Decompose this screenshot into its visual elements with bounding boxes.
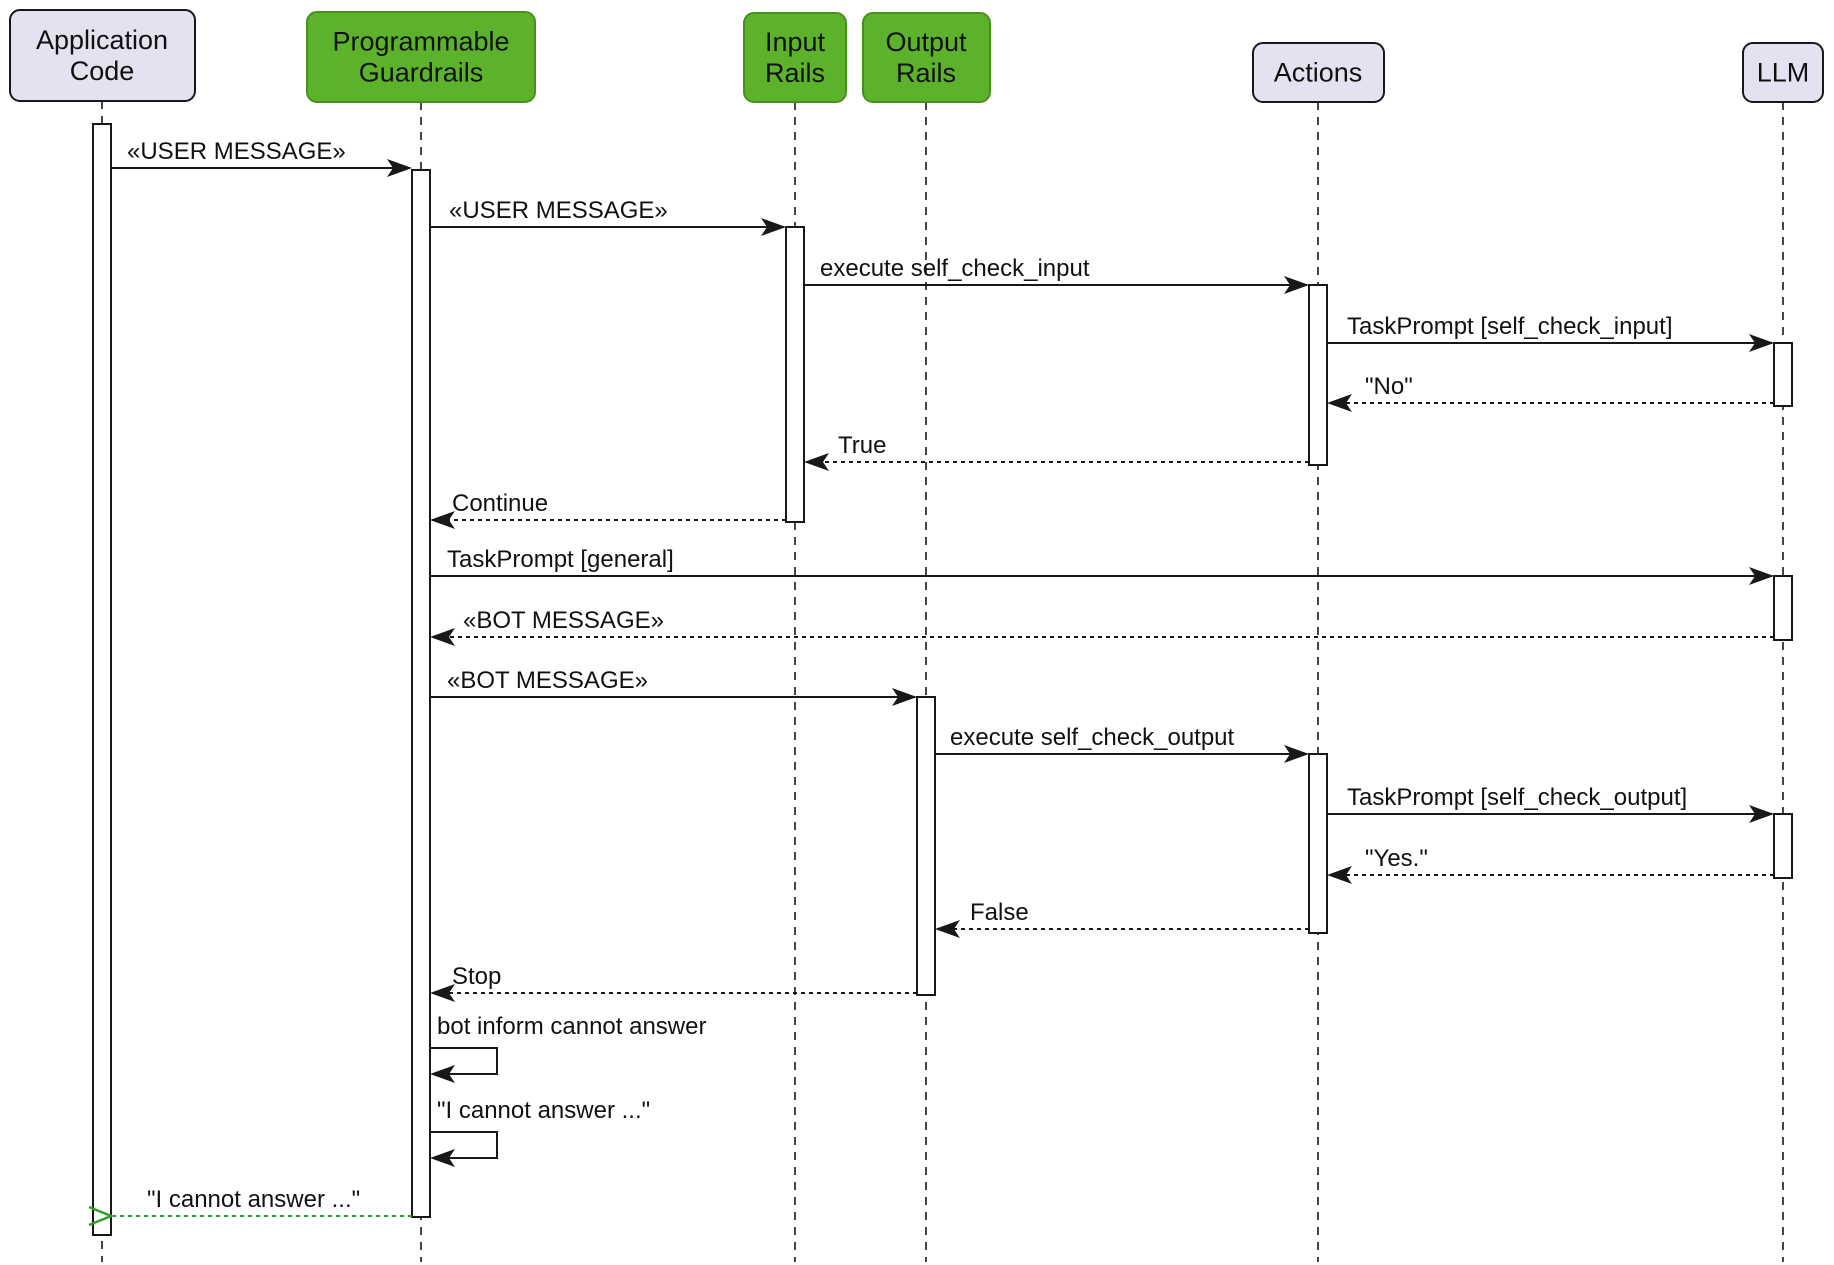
participant-box (306, 11, 536, 103)
message-label: execute self_check_output (950, 724, 1235, 751)
message-11: TaskPrompt [self_check_output] (1327, 784, 1774, 823)
message-arrowhead (88, 1205, 115, 1227)
participant-label: Programmable (332, 27, 509, 57)
participant-label: Code (70, 56, 135, 86)
participant-llm: LLM (1742, 42, 1824, 103)
message-arrowhead (430, 511, 455, 529)
message-label: execute self_check_input (820, 255, 1090, 282)
activation-bar-llm-4 (1773, 342, 1793, 407)
activation-bar-llm-8 (1773, 813, 1793, 879)
message-2: execute self_check_input (804, 255, 1309, 294)
message-label: bot inform cannot answer (437, 1013, 706, 1040)
message-10: execute self_check_output (935, 724, 1309, 763)
message-label: "Yes." (1365, 845, 1428, 872)
message-13: False (935, 899, 1309, 938)
message-arrowhead (1327, 866, 1352, 884)
participant-label: LLM (1757, 58, 1810, 88)
message-0: «USER MESSAGE» (111, 138, 412, 177)
message-arrowhead (761, 218, 786, 236)
activation-bar-llm-5 (1773, 575, 1793, 641)
message-label: "No" (1365, 373, 1413, 400)
message-label: TaskPrompt [self_check_input] (1347, 313, 1673, 340)
message-9: «BOT MESSAGE» (430, 667, 917, 706)
message-arrowhead (1284, 745, 1309, 763)
message-arrowhead (430, 1065, 455, 1083)
message-1: «USER MESSAGE» (430, 197, 786, 236)
participant-box (1742, 42, 1824, 103)
participant-label: Output (885, 27, 967, 57)
message-label: TaskPrompt [general] (447, 546, 674, 573)
message-14: Stop (430, 963, 917, 1002)
message-label: «BOT MESSAGE» (463, 607, 664, 634)
self-message-loop (430, 1131, 498, 1159)
activation-bar-input-2 (785, 226, 805, 523)
message-3: TaskPrompt [self_check_input] (1327, 313, 1774, 352)
message-15: bot inform cannot answer (430, 1013, 706, 1083)
message-arrowhead (1749, 334, 1774, 352)
message-4: "No" (1327, 373, 1774, 412)
participant-label: Application (36, 25, 168, 55)
message-arrowhead (804, 453, 829, 471)
message-arrowhead (430, 1149, 455, 1167)
participant-box (862, 12, 991, 103)
participant-label: Actions (1274, 58, 1363, 88)
message-5: True (804, 432, 1309, 471)
participant-actions: Actions (1252, 42, 1385, 103)
participant-label: Guardrails (359, 58, 484, 88)
message-arrowhead (1284, 276, 1309, 294)
message-16: "I cannot answer ..." (430, 1097, 650, 1167)
activation-bar-actions-3 (1308, 284, 1328, 466)
message-12: "Yes." (1327, 845, 1774, 884)
message-label: True (838, 432, 886, 459)
message-arrowhead (430, 628, 455, 646)
message-label: «USER MESSAGE» (127, 138, 346, 165)
message-label: False (970, 899, 1029, 926)
activation-bar-output-6 (916, 696, 936, 996)
participant-label: Input (765, 27, 826, 57)
participant-box (743, 12, 847, 103)
participant-box (1252, 42, 1385, 103)
message-arrowhead (892, 688, 917, 706)
message-arrowhead (387, 159, 412, 177)
participant-label: Rails (765, 58, 825, 88)
participant-box (9, 9, 196, 102)
message-label: "I cannot answer ..." (437, 1097, 650, 1124)
message-arrowhead (1749, 567, 1774, 585)
activation-bar-guardrails-1 (411, 169, 431, 1218)
message-arrowhead (1749, 805, 1774, 823)
message-17: "I cannot answer ..." (88, 1186, 412, 1227)
participant-label: Rails (896, 58, 956, 88)
message-arrowhead (1327, 394, 1352, 412)
message-7: TaskPrompt [general] (430, 546, 1774, 585)
message-arrowhead (935, 920, 960, 938)
message-label: «BOT MESSAGE» (447, 667, 648, 694)
self-message-loop (430, 1047, 498, 1075)
activation-bar-actions-7 (1308, 753, 1328, 934)
activation-bar-app-0 (92, 123, 112, 1236)
message-8: «BOT MESSAGE» (430, 607, 1774, 646)
message-label: «USER MESSAGE» (449, 197, 668, 224)
message-label: "I cannot answer ..." (147, 1186, 360, 1213)
message-label: Stop (452, 963, 501, 990)
message-6: Continue (430, 490, 786, 529)
message-label: TaskPrompt [self_check_output] (1347, 784, 1687, 811)
message-label: Continue (452, 490, 548, 517)
message-arrowhead (430, 984, 455, 1002)
